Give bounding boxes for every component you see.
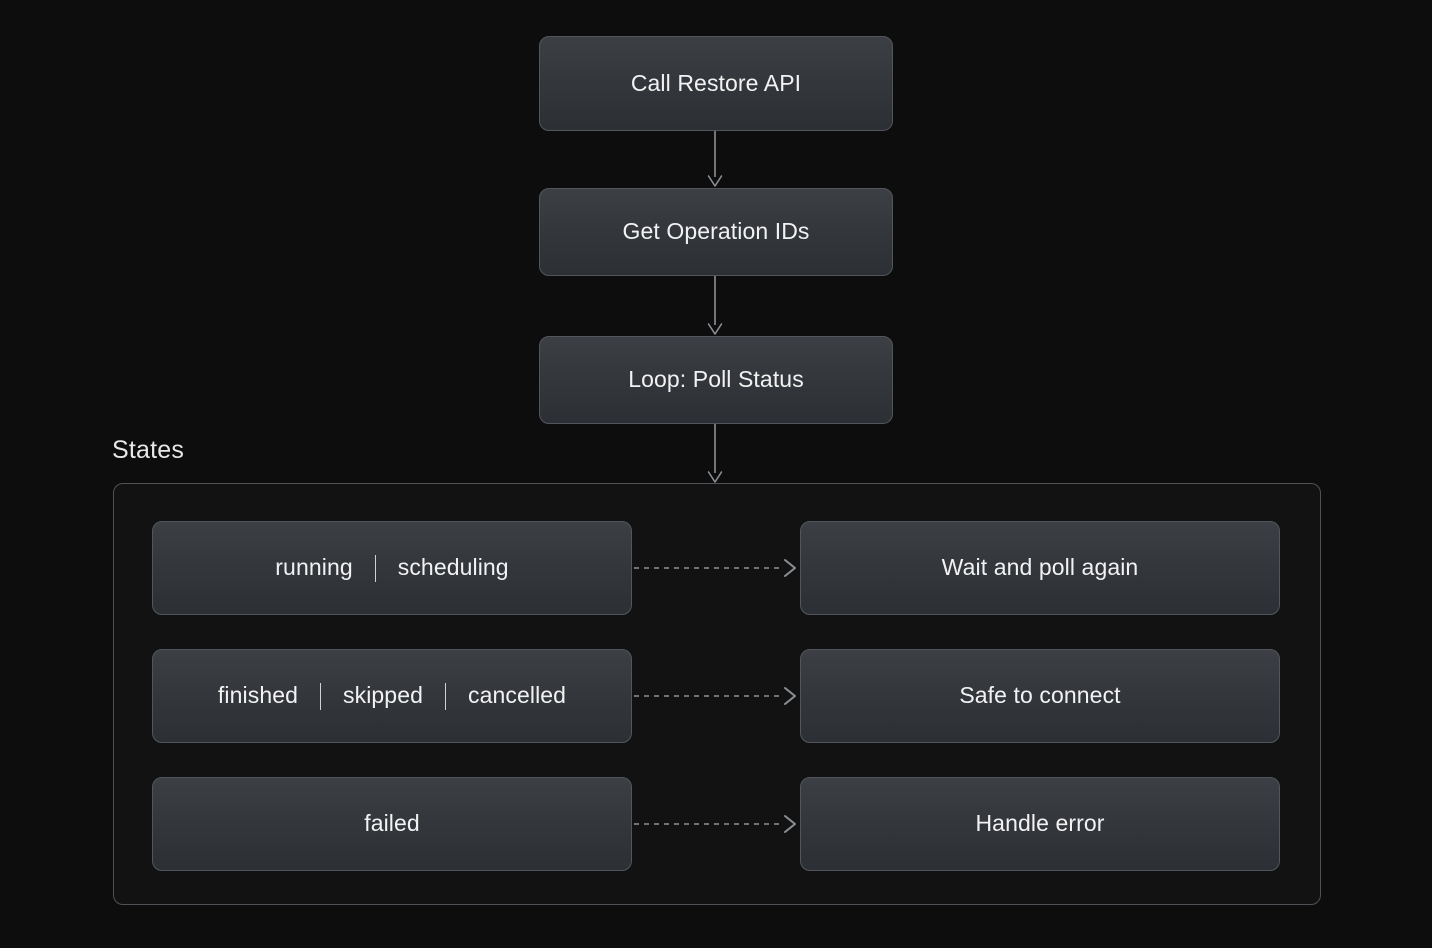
action-box-safe-to-connect[interactable]: Safe to connect — [800, 649, 1280, 743]
state-token: finished — [217, 682, 298, 709]
state-separator-icon — [374, 554, 376, 582]
node-label: Get Operation IDs — [622, 218, 810, 245]
action-label: Wait and poll again — [941, 554, 1139, 581]
arrow-get-operation-ids-to-loop-poll-status — [699, 276, 731, 336]
state-separator-icon — [444, 682, 446, 710]
state-token: cancelled — [467, 682, 567, 709]
states-group-label: States — [112, 436, 185, 464]
action-label: Safe to connect — [959, 682, 1121, 709]
state-separator-icon — [320, 682, 321, 710]
action-box-handle-error[interactable]: Handle error — [800, 777, 1280, 871]
state-box-failed[interactable]: failed — [152, 777, 632, 871]
node-get-operation-ids[interactable]: Get Operation IDs — [539, 188, 893, 276]
arrow-call-restore-api-to-get-operation-ids — [699, 131, 731, 188]
node-loop-poll-status[interactable]: Loop: Poll Status — [539, 336, 893, 424]
state-box-running-scheduling[interactable]: running scheduling — [152, 521, 632, 615]
node-call-restore-api[interactable]: Call Restore API — [539, 36, 893, 131]
action-box-wait-and-poll-again[interactable]: Wait and poll again — [800, 521, 1280, 615]
state-token: running — [275, 554, 353, 581]
node-label: Loop: Poll Status — [628, 366, 804, 393]
arrow-running-to-wait-and-poll-again — [634, 555, 800, 581]
arrow-loop-poll-status-to-states-group — [699, 424, 731, 484]
state-token-list: running scheduling — [253, 554, 530, 582]
state-token: skipped — [343, 682, 423, 709]
state-token: scheduling — [397, 554, 509, 581]
arrow-failed-to-handle-error — [634, 811, 800, 837]
arrow-finished-to-safe-to-connect — [634, 683, 800, 709]
state-token-list: failed — [342, 810, 442, 838]
state-token: failed — [364, 810, 420, 837]
node-label: Call Restore API — [630, 69, 802, 96]
state-token-list: finished skipped cancelled — [196, 682, 588, 710]
action-label: Handle error — [975, 810, 1105, 837]
state-box-finished-skipped-cancelled[interactable]: finished skipped cancelled — [152, 649, 632, 743]
